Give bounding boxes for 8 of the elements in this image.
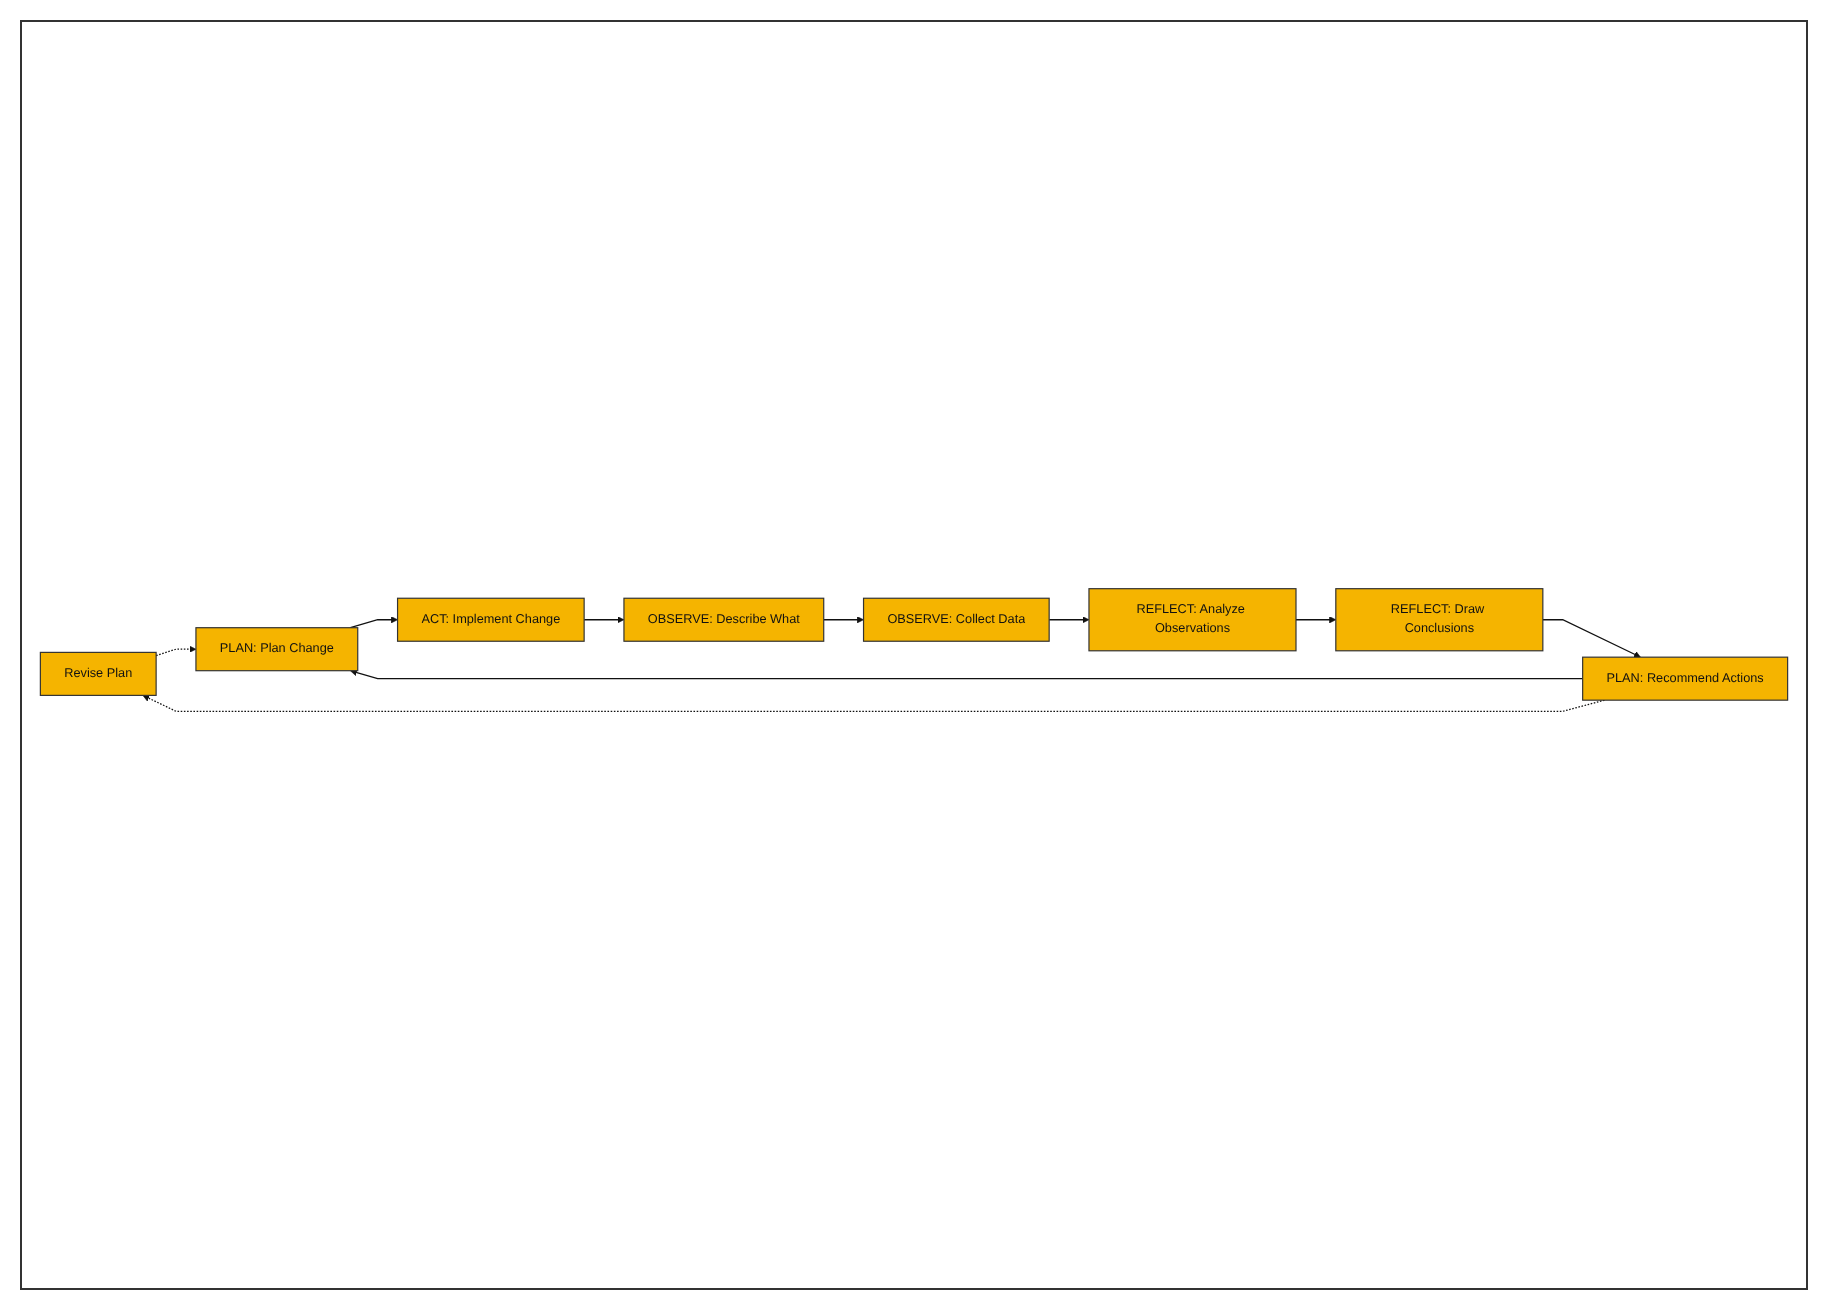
arrow	[1048, 616, 1090, 624]
arrow	[1295, 616, 1337, 624]
arrow	[823, 616, 864, 624]
arrow	[155, 645, 197, 657]
arrow	[583, 616, 625, 624]
arrow	[349, 616, 398, 629]
arrow	[350, 669, 1584, 680]
arrow	[1542, 619, 1641, 658]
